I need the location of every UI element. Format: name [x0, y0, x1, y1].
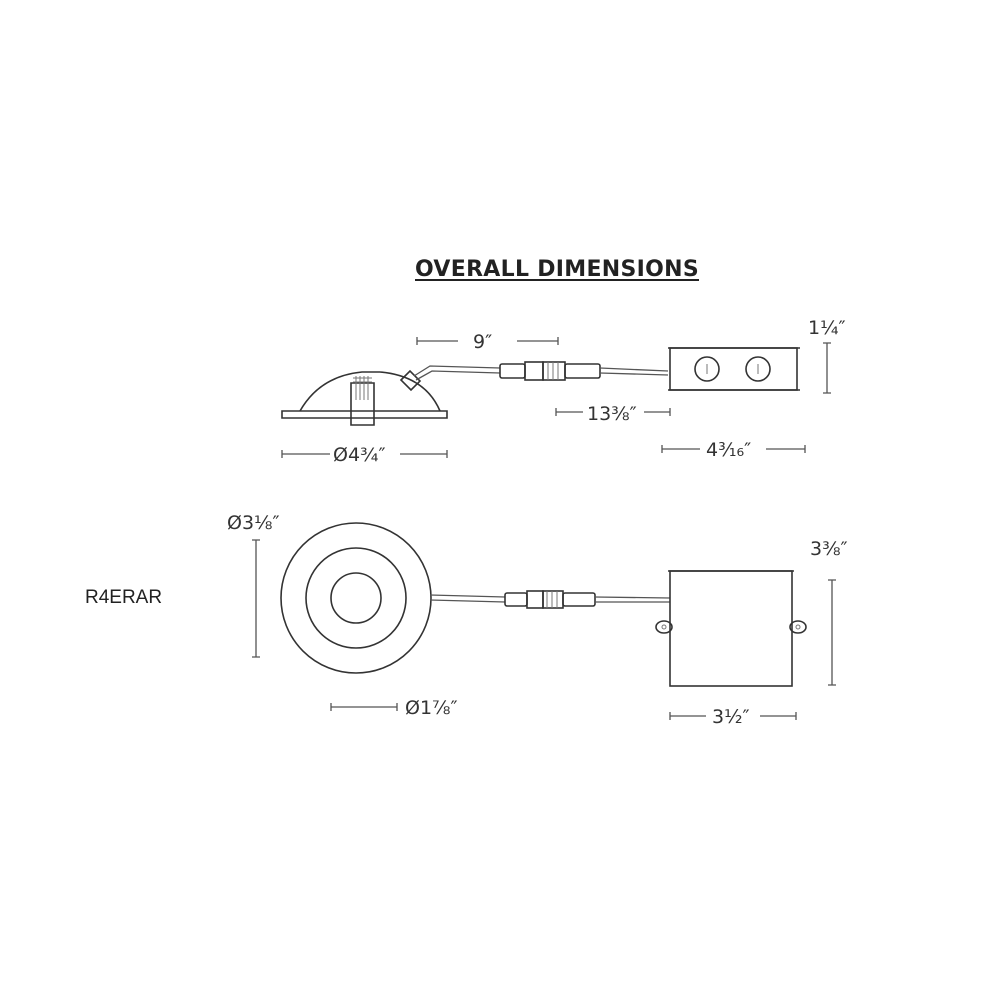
side-mounting-clip	[350, 382, 375, 426]
side-cable	[413, 365, 501, 377]
top-aperture	[330, 572, 382, 624]
page-title: OVERALL DIMENSIONS	[415, 257, 699, 282]
top-trim-outer	[280, 522, 432, 674]
side-dimension-lines	[281, 337, 831, 458]
top-dimension-lines	[252, 539, 836, 720]
dim-cable-total: 13⅜″	[587, 403, 637, 425]
dim-box-height-top: 3⅜″	[810, 538, 848, 560]
dim-face-diameter: Ø3⅛″	[227, 512, 280, 534]
side-junction-box	[668, 347, 800, 391]
model-label: R4ERAR	[85, 587, 163, 608]
top-view	[280, 522, 807, 687]
dim-aperture-diameter: Ø1⅞″	[405, 697, 458, 719]
top-inline-connector	[504, 590, 596, 609]
dim-box-length-side: 4³⁄₁₆″	[706, 439, 751, 461]
dim-box-height-side: 1¼″	[808, 317, 846, 339]
side-housing-dome	[299, 371, 441, 412]
top-cable	[429, 594, 506, 603]
top-junction-box	[655, 570, 807, 687]
dim-cable-top: 9″	[473, 331, 492, 353]
side-inline-connector	[499, 361, 601, 381]
dim-trim-diameter: Ø4¾″	[333, 444, 386, 466]
side-view	[281, 347, 800, 426]
side-trim-flange	[281, 410, 448, 419]
side-strain-relief	[399, 369, 422, 392]
dim-box-width-top: 3½″	[712, 706, 750, 728]
top-trim-inner	[305, 547, 407, 649]
